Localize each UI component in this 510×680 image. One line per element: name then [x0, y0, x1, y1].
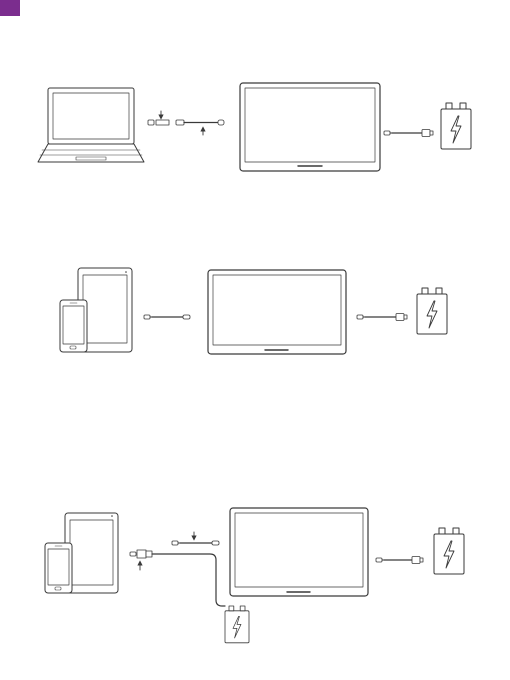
usb-c-cable-icon — [148, 111, 224, 135]
phone-icon — [60, 300, 87, 352]
scene-laptop-setup — [38, 83, 471, 171]
portable-monitor-icon — [240, 83, 380, 171]
power-adapter-icon — [225, 606, 249, 643]
laptop-icon — [38, 88, 144, 162]
power-cable-icon — [384, 130, 433, 137]
tablet-icon — [65, 513, 118, 593]
power-adapter-icon — [417, 288, 447, 334]
usb-c-splitter-cable-icon — [130, 532, 225, 606]
usb-c-cable-icon — [144, 315, 190, 319]
power-cable-icon — [357, 314, 407, 321]
power-adapter-icon — [434, 528, 464, 574]
scene-tablet-phone-setup — [60, 268, 447, 354]
portable-monitor-icon — [208, 270, 346, 354]
portable-monitor-icon — [230, 508, 368, 596]
scene-tablet-phone-split-setup — [45, 508, 464, 643]
power-cable-icon — [376, 557, 423, 564]
phone-icon — [45, 543, 72, 593]
power-adapter-icon — [441, 103, 471, 149]
